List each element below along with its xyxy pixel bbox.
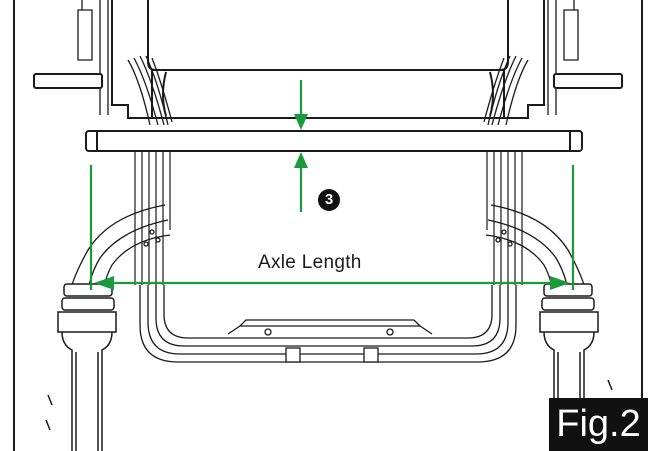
axle-tube — [85, 130, 583, 152]
right-wheel-hub — [483, 0, 579, 126]
figure-label-badge: Fig.2 — [549, 398, 648, 451]
axle-length-label: Axle Length — [258, 252, 362, 273]
left-caster — [45, 283, 117, 451]
callout-number-badge: 3 — [318, 189, 340, 211]
dimension-arrowheads — [94, 114, 570, 290]
frame-tubes — [134, 151, 523, 285]
left-wheel-hub — [77, 0, 173, 126]
frame-border — [13, 0, 643, 451]
right-caster — [539, 283, 613, 398]
footrest-frame — [139, 285, 517, 363]
side-handles — [33, 73, 623, 89]
seat-assembly — [111, 0, 545, 119]
